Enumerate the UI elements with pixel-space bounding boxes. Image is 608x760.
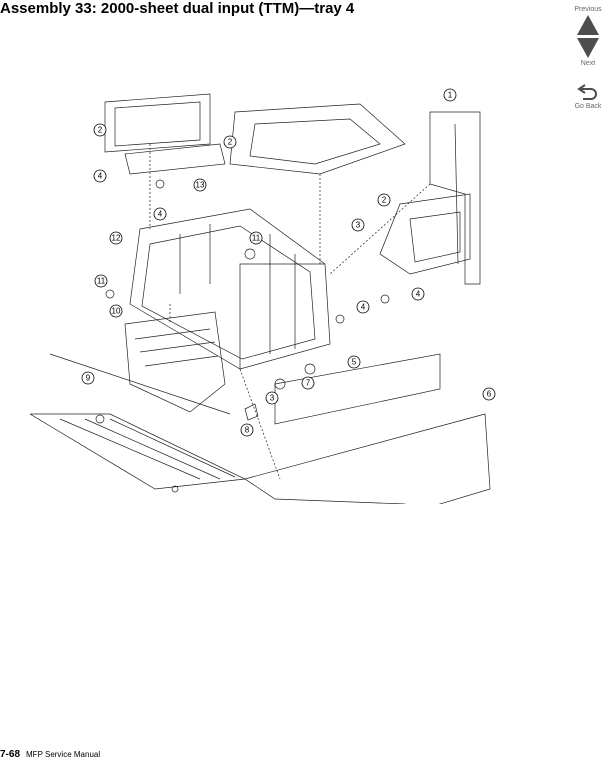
previous-button[interactable]: Previous — [574, 4, 602, 35]
callout-4a: 4 — [93, 169, 107, 183]
callout-6: 6 — [482, 387, 496, 401]
callout-2a: 2 — [93, 123, 107, 137]
svg-text:5: 5 — [352, 358, 357, 367]
callout-9: 9 — [81, 371, 95, 385]
svg-text:8: 8 — [245, 426, 250, 435]
svg-text:2: 2 — [382, 196, 387, 205]
callout-4b: 4 — [153, 207, 167, 221]
svg-text:7: 7 — [306, 379, 311, 388]
svg-text:2: 2 — [98, 126, 103, 135]
callout-12: 12 — [109, 231, 123, 245]
page-footer: 7-68 MFP Service Manual — [0, 749, 100, 760]
footer-page-number: 7-68 — [0, 749, 21, 760]
callout-2c: 2 — [377, 193, 391, 207]
callout-11b: 11 — [94, 274, 108, 288]
callout-5: 5 — [347, 355, 361, 369]
svg-text:6: 6 — [487, 390, 492, 399]
svg-text:2: 2 — [228, 138, 233, 147]
callout-2b: 2 — [223, 135, 237, 149]
svg-text:13: 13 — [196, 181, 205, 190]
svg-text:1: 1 — [448, 91, 453, 100]
navigation-panel: Previous Next Go Back — [568, 4, 608, 112]
svg-text:12: 12 — [112, 234, 121, 243]
bracket-top-left — [104, 93, 226, 175]
next-button[interactable]: Next — [577, 35, 599, 69]
go-back-label: Go Back — [574, 103, 602, 110]
previous-label: Previous — [574, 6, 602, 13]
svg-text:9: 9 — [86, 374, 91, 383]
svg-text:4: 4 — [416, 290, 421, 299]
small-parts — [105, 179, 390, 421]
callout-10: 10 — [109, 304, 123, 318]
callout-11a: 11 — [249, 231, 263, 245]
svg-text:4: 4 — [158, 210, 163, 219]
footer-manual-title: MFP Service Manual — [26, 750, 101, 759]
callout-3b: 3 — [265, 391, 279, 405]
callout-4d: 4 — [411, 287, 425, 301]
go-back-button[interactable]: Go Back — [574, 83, 602, 112]
leader-lines — [149, 144, 431, 480]
callout-3a: 3 — [351, 218, 365, 232]
arrow-up-icon — [576, 15, 599, 35]
svg-text:4: 4 — [98, 172, 103, 181]
tray-cover-top — [229, 103, 406, 175]
front-panel — [244, 353, 491, 504]
callout-1: 1 — [443, 88, 457, 102]
svg-text:4: 4 — [361, 303, 366, 312]
svg-text:11: 11 — [252, 234, 261, 243]
arrow-down-icon — [577, 38, 599, 58]
callout-4c: 4 — [356, 300, 370, 314]
svg-text:11: 11 — [97, 277, 106, 286]
next-label: Next — [580, 60, 596, 67]
main-frame — [129, 208, 331, 370]
callout-8: 8 — [240, 423, 254, 437]
go-back-icon — [577, 84, 597, 100]
svg-text:3: 3 — [270, 394, 275, 403]
callout-7: 7 — [301, 376, 315, 390]
exploded-parts-diagram — [30, 93, 491, 504]
plate-left — [49, 311, 231, 415]
svg-text:3: 3 — [356, 221, 361, 230]
svg-text:10: 10 — [112, 307, 121, 316]
callout-13: 13 — [193, 178, 207, 192]
page-title: Assembly 33: 2000-sheet dual input (TTM)… — [0, 0, 355, 17]
